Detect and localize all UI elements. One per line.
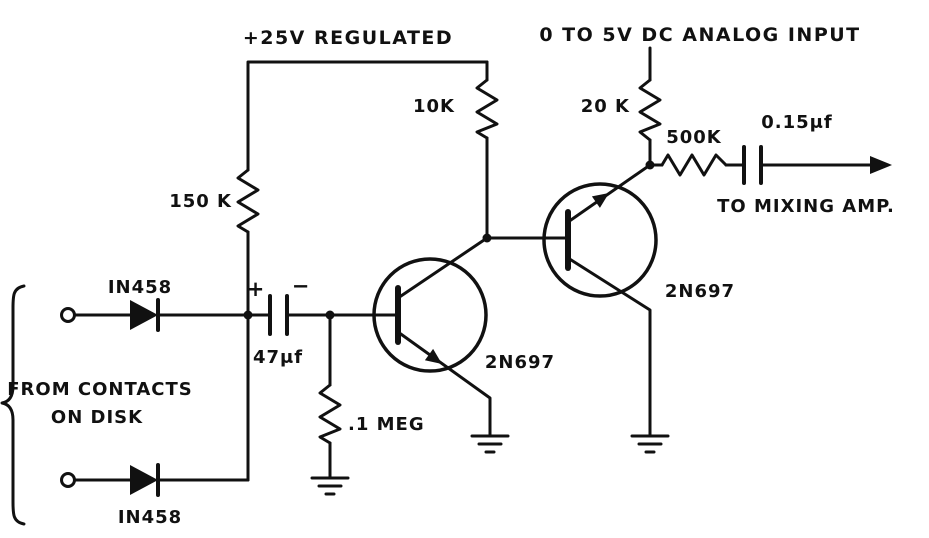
resistor-150k-symbol bbox=[236, 168, 260, 234]
supply-rail-wire bbox=[246, 60, 489, 172]
supply-rail-label: +25V REGULATED bbox=[243, 27, 453, 49]
transistor-q1-circle bbox=[372, 257, 488, 373]
ground-symbol-q2 bbox=[630, 434, 670, 454]
q1-collector-wire bbox=[396, 236, 489, 300]
transistor-q2-emitter-arrow bbox=[591, 193, 609, 208]
resistor-150k-label: 150 K bbox=[169, 191, 232, 212]
transistor-q2-label: 2N697 bbox=[665, 281, 735, 302]
analog-input-label: 0 TO 5V DC ANALOG INPUT bbox=[539, 24, 860, 46]
cap-47uf-plus-sign: + bbox=[247, 277, 266, 301]
transistor-q1-emitter-arrow bbox=[424, 348, 442, 364]
junction-dot-base bbox=[325, 310, 335, 320]
cap-47uf-label: 47μf bbox=[253, 347, 303, 368]
resistor-20k-label: 20 K bbox=[581, 96, 630, 117]
output-label: TO MIXING AMP. bbox=[717, 196, 895, 217]
input-terminal-top bbox=[60, 307, 76, 323]
transistor-q1-label: 2N697 bbox=[485, 352, 555, 373]
diode-bottom-symbol bbox=[130, 465, 158, 495]
junction-dot-collector bbox=[482, 233, 492, 243]
cap-47uf-minus-sign: − bbox=[292, 274, 311, 298]
diode-top-label: IN458 bbox=[108, 277, 172, 298]
resistor-1meg-symbol bbox=[318, 383, 342, 445]
q1-emitter-wire bbox=[396, 330, 492, 438]
cap-015uf-label: 0.15μf bbox=[761, 112, 833, 133]
resistor-10k-symbol bbox=[475, 78, 499, 140]
resistor-500k-symbol bbox=[660, 153, 728, 177]
diode-top-symbol bbox=[130, 300, 158, 330]
q2-emitter-wire bbox=[566, 163, 652, 224]
input-terminal-bottom bbox=[60, 472, 76, 488]
resistor-20k-symbol bbox=[638, 78, 662, 142]
source-label-line1: FROM CONTACTS bbox=[7, 379, 192, 400]
resistor-10k-label: 10K bbox=[413, 96, 455, 117]
source-brace bbox=[0, 284, 26, 526]
junction-dot-cap-left bbox=[243, 310, 253, 320]
ground-symbol-1meg bbox=[310, 476, 350, 496]
junction-dot-output bbox=[645, 160, 655, 170]
transistor-q2-circle bbox=[542, 182, 658, 298]
output-arrowhead bbox=[870, 156, 892, 174]
source-label-line2: ON DISK bbox=[51, 407, 143, 428]
resistor-1meg-label: .1 MEG bbox=[348, 414, 425, 435]
diode-bottom-label: IN458 bbox=[118, 507, 182, 528]
ground-symbol-q1 bbox=[470, 434, 510, 454]
q2-collector-wire bbox=[566, 256, 652, 438]
resistor-500k-label: 500K bbox=[666, 127, 722, 148]
